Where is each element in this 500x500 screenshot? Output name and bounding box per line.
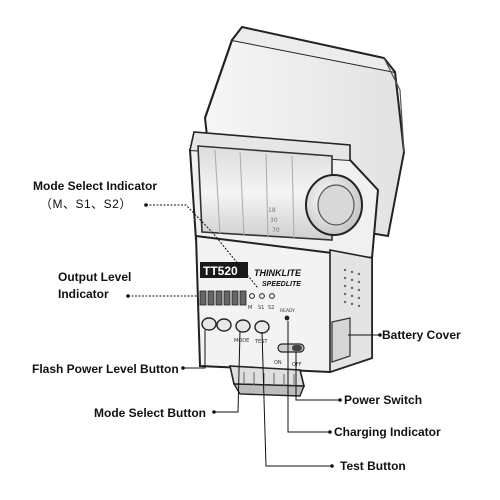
leader-test-button (261, 331, 332, 467)
mode-panel-label: MODE (234, 338, 249, 344)
flash-power-level-button-left[interactable] (201, 317, 217, 331)
brand-label: THINKLITE (254, 268, 302, 278)
flash-lens: 18 30 70 (197, 145, 333, 241)
callout-mode-select-indicator-sub: （M、S1、S2） (40, 197, 132, 211)
zoom-mark: 70 (272, 227, 280, 234)
leader-endpoints (126, 203, 382, 468)
callout-output-level-line2: Indicator (58, 287, 109, 301)
charging-indicator-led (284, 315, 290, 321)
on-panel-label: ON (274, 360, 282, 366)
test-panel-label: TEST (254, 339, 268, 345)
battery-cover[interactable] (331, 317, 351, 363)
test-button[interactable] (254, 320, 270, 334)
leader-lines (128, 204, 380, 467)
tilt-knob[interactable] (305, 174, 363, 236)
brand-sub-label: SPEEDLITE (262, 281, 301, 288)
output-level-indicator (199, 290, 247, 306)
callout-battery-cover: Battery Cover (382, 328, 461, 342)
callout-flash-power-level-button: Flash Power Level Button (32, 362, 179, 376)
leader-mode-select-button (214, 330, 241, 413)
leader-power-switch (295, 352, 340, 401)
flash-power-level-button-right[interactable] (216, 318, 232, 332)
callout-power-switch: Power Switch (344, 393, 423, 407)
callout-output-level-line1: Output Level (58, 270, 132, 284)
mode-select-indicator: M S1 S2 (248, 293, 275, 311)
leader-charging-indicator (287, 321, 330, 433)
leader-mode-select-indicator (146, 204, 259, 289)
callout-charging-indicator: Charging Indicator (334, 425, 441, 439)
brand-panel: TT520 THINKLITE SPEEDLITE (200, 262, 302, 288)
hot-shoe-foot (228, 365, 306, 397)
mode-mark: S1 (258, 305, 264, 311)
model-label: TT520 (203, 264, 238, 278)
control-buttons: MODE TEST READY ON OFF (201, 308, 305, 368)
off-panel-label: OFF (292, 362, 302, 368)
callout-mode-select-button: Mode Select Button (94, 406, 207, 420)
callout-mode-select-indicator: Mode Select Indicator (33, 179, 158, 193)
zoom-mark: 30 (270, 217, 278, 224)
mode-mark: M (248, 305, 252, 311)
zoom-mark: 18 (268, 207, 276, 214)
callout-test-button: Test Button (340, 459, 406, 473)
leader-flash-power-level-button (183, 330, 206, 369)
ready-panel-label: READY (280, 308, 295, 314)
mode-select-button[interactable] (235, 319, 251, 333)
mode-mark: S2 (268, 305, 274, 311)
